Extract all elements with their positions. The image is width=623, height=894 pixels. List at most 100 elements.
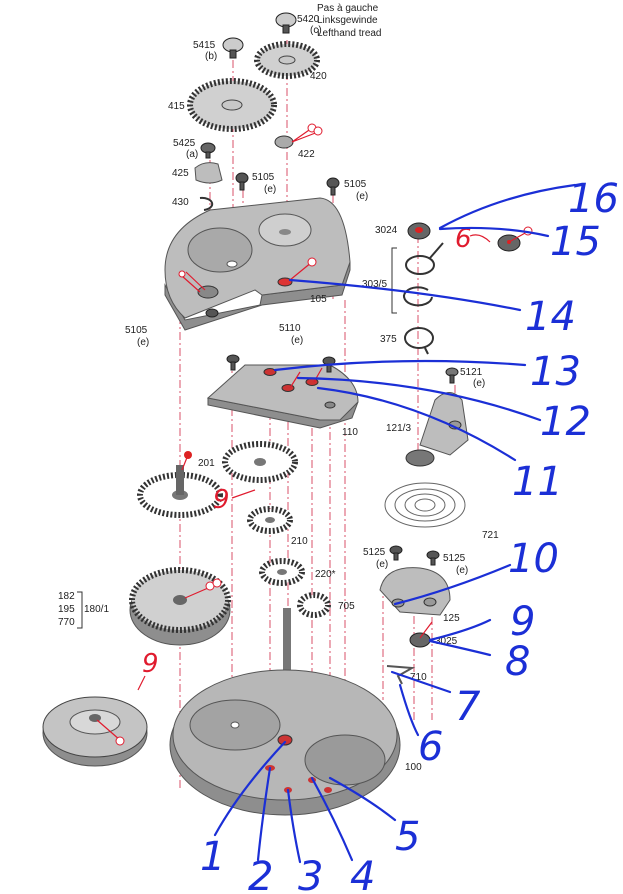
annotation-12: 12 (540, 399, 591, 445)
label-721: 721 (482, 530, 499, 541)
label-5105: 5105 (344, 179, 367, 190)
part-labels: Pas à gauche Linksgewinde Lefthand tread… (58, 3, 499, 773)
label-5121: 5121 (460, 367, 483, 378)
wheel-415 (187, 78, 277, 132)
red-arrow-icon (137, 675, 146, 691)
screw-5121 (445, 367, 459, 384)
barrel-180-1 (77, 567, 231, 646)
screws-5110 (226, 354, 336, 373)
label-425: 425 (172, 168, 189, 179)
red-mark-nine: 9 (142, 649, 159, 679)
screws-5125 (389, 545, 440, 566)
label-5110: 5110 (279, 323, 301, 334)
label-422: 422 (298, 149, 315, 160)
label-105: 105 (310, 294, 327, 305)
annotation-1: 1 (200, 834, 225, 880)
label-5125: 5125 (443, 553, 466, 564)
label-201: 201 (198, 458, 215, 469)
label-705: 705 (338, 601, 355, 612)
label-182: 182 (58, 591, 75, 602)
annotation-15: 15 (550, 219, 601, 265)
part-3025 (409, 621, 433, 648)
screw-5415 (222, 37, 244, 59)
part-710 (386, 665, 416, 685)
label-5105: 5105 (125, 325, 148, 336)
annotation-2: 2 (248, 854, 273, 894)
label-121-3: 121/3 (386, 423, 411, 434)
label-e: (e) (291, 335, 303, 346)
annotation-13: 13 (530, 349, 581, 395)
part-425 (194, 162, 223, 184)
label-415: 415 (168, 101, 185, 112)
label-5125: 5125 (363, 547, 386, 558)
bridge-110 (206, 364, 359, 429)
label-100: 100 (405, 762, 422, 773)
screw-5425 (200, 142, 216, 159)
spring-430 (199, 196, 214, 211)
screw-5105-a (235, 172, 249, 191)
red-arrow-icon (231, 489, 256, 499)
label-110: 110 (342, 427, 358, 438)
annotation-9: 9 (510, 599, 535, 645)
annotation-11: 11 (512, 459, 563, 505)
label-125: 125 (443, 613, 460, 624)
label-430: 430 (172, 197, 189, 208)
wheel-201 (222, 441, 298, 483)
part-422 (274, 123, 323, 149)
label-195: 195 (58, 604, 75, 615)
label-e: (e) (473, 378, 485, 389)
blue-pointer-lines (213, 183, 577, 864)
label-3025: 3025 (435, 636, 458, 647)
label-5415: 5415 (193, 40, 216, 51)
label-e: (e) (264, 184, 276, 195)
note-line-2: Linksgewinde (317, 15, 378, 26)
label-c: (c) (310, 25, 322, 36)
label-375: 375 (380, 334, 397, 345)
parts-303-5 (391, 242, 444, 314)
annotation-10: 10 (508, 536, 559, 582)
label-e: (e) (456, 565, 468, 576)
wheel-705 (297, 592, 331, 618)
label-b: (b) (205, 51, 217, 62)
wheel-420 (254, 41, 320, 79)
pinion-shaft (283, 608, 291, 683)
screw-5420 (275, 12, 297, 34)
annotation-6: 6 (418, 724, 443, 770)
annotation-14: 14 (525, 294, 576, 340)
balance-spring-721 (384, 482, 466, 528)
label-210: 210 (291, 536, 308, 547)
label-180-1: 180/1 (84, 604, 109, 615)
note-line-1: Pas à gauche (317, 3, 379, 14)
label-a: (a) (186, 149, 198, 160)
ring-375 (404, 327, 434, 355)
label-5425: 5425 (173, 138, 196, 149)
label-220: 220* (315, 569, 336, 580)
label-e: (e) (376, 559, 388, 570)
label-420: 420 (310, 71, 327, 82)
label-770: 770 (58, 617, 75, 628)
annotation-4: 4 (350, 854, 375, 894)
annotation-8: 8 (505, 639, 530, 685)
wheel-201-left (137, 451, 223, 518)
annotation-3: 3 (298, 854, 323, 894)
red-mark-nine: 9 (213, 485, 230, 515)
label-e: (e) (356, 191, 368, 202)
note-line-3: Lefthand tread (317, 28, 382, 39)
label-303-5: 303/5 (362, 279, 387, 290)
label-5105: 5105 (252, 172, 275, 183)
red-arrow-icon (469, 234, 491, 243)
label-3024: 3024 (375, 225, 398, 236)
annotation-7: 7 (455, 684, 481, 730)
label-710: 710 (410, 672, 427, 683)
red-annotations: 6 9 9 (137, 224, 491, 691)
mainplate-100 (169, 669, 401, 816)
label-e: (e) (137, 337, 149, 348)
bridge-105 (164, 197, 351, 331)
wheel-220 (259, 558, 305, 586)
annotation-5: 5 (395, 814, 420, 860)
part-3024 (407, 222, 533, 252)
screw-5105-c (205, 308, 219, 318)
label-5420: 5420 (297, 14, 320, 25)
